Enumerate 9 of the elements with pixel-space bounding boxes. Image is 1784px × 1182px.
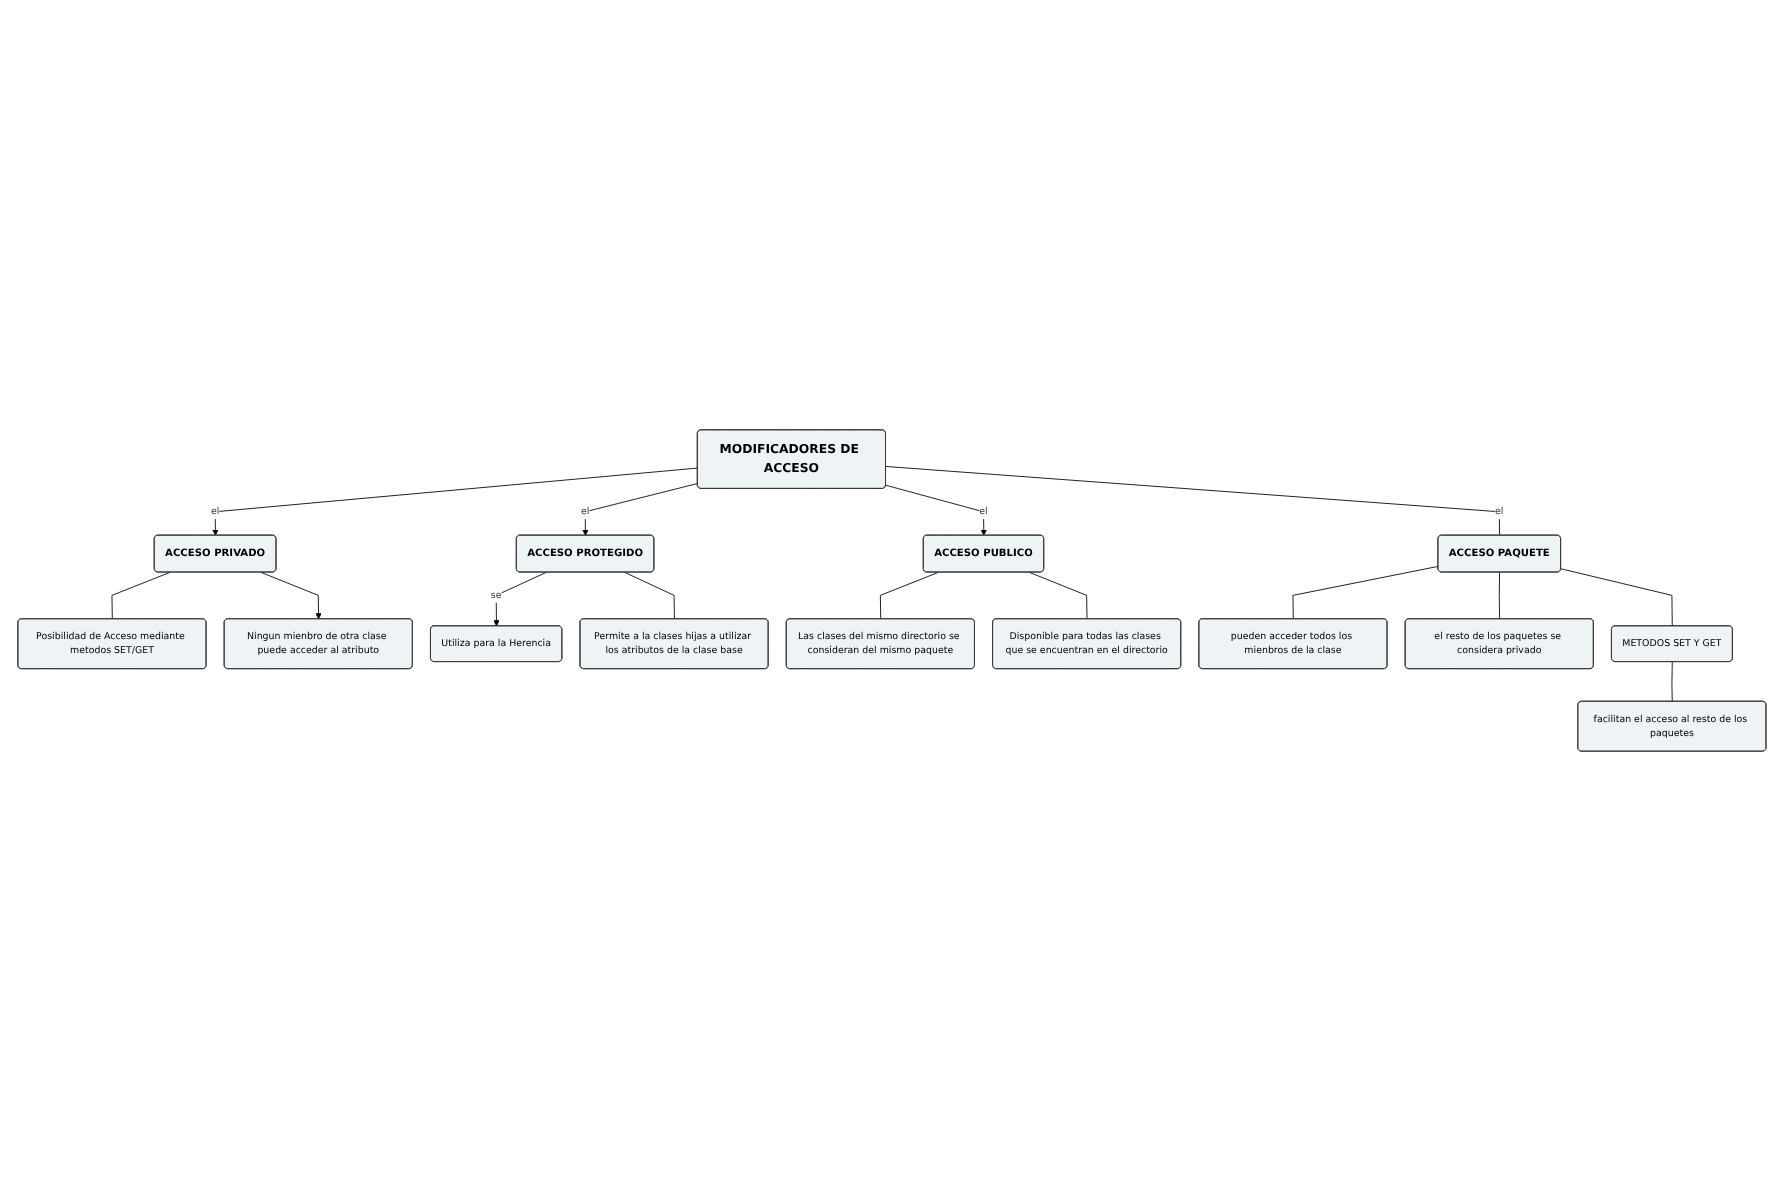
- connector: [1671, 662, 1673, 703]
- connector: [1560, 568, 1673, 628]
- connector: [1292, 566, 1439, 620]
- connector: [1029, 572, 1088, 620]
- connector: [885, 466, 1501, 537]
- connector: [1498, 572, 1501, 620]
- connector: [880, 572, 939, 620]
- connector: [111, 572, 171, 620]
- connector: [624, 572, 675, 620]
